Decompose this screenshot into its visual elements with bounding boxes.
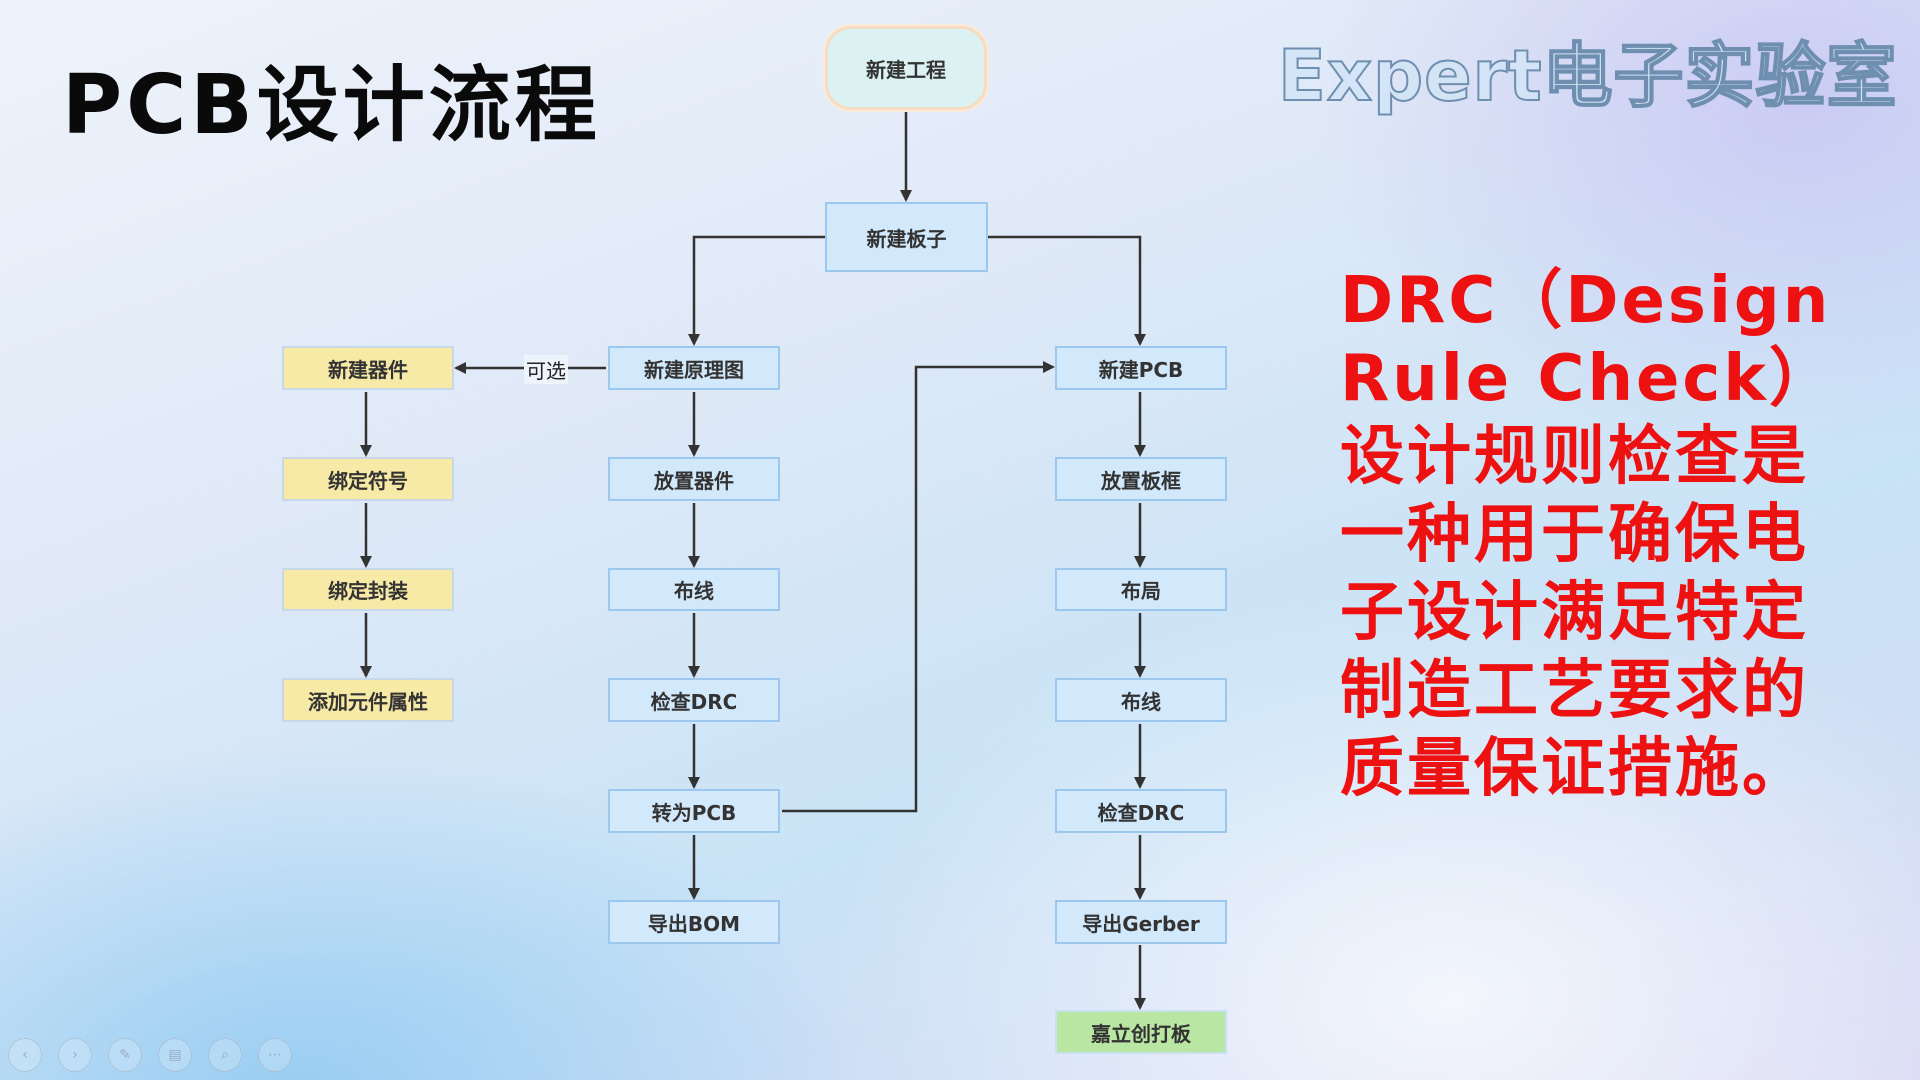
node-export-bom: 导出BOM bbox=[608, 900, 780, 944]
node-schematic-wiring: 布线 bbox=[608, 568, 780, 611]
optional-label: 可选 bbox=[524, 355, 568, 384]
node-schematic-drc: 检查DRC bbox=[608, 678, 780, 722]
slides-icon[interactable]: ▤ bbox=[158, 1038, 192, 1072]
next-icon[interactable]: › bbox=[58, 1038, 92, 1072]
node-new-pcb: 新建PCB bbox=[1055, 346, 1227, 390]
node-convert-to-pcb: 转为PCB bbox=[608, 789, 780, 833]
node-add-properties: 添加元件属性 bbox=[282, 678, 454, 722]
node-pcb-routing: 布线 bbox=[1055, 678, 1227, 722]
brand-watermark: Expert电子实验室 bbox=[1277, 34, 1898, 118]
more-icon[interactable]: ⋯ bbox=[258, 1038, 292, 1072]
link-board-pcb bbox=[988, 235, 1146, 346]
node-bind-symbol: 绑定符号 bbox=[282, 457, 454, 501]
node-place-board-outline: 放置板框 bbox=[1055, 457, 1227, 501]
node-bind-footprint: 绑定封装 bbox=[282, 568, 454, 611]
node-new-component: 新建器件 bbox=[282, 346, 454, 390]
node-new-board: 新建板子 bbox=[825, 202, 988, 272]
node-export-gerber: 导出Gerber bbox=[1055, 900, 1227, 944]
node-pcb-drc: 检查DRC bbox=[1055, 789, 1227, 833]
drc-description: DRC（Design Rule Check）设计规则检查是一种用于确保电子设计满… bbox=[1340, 264, 1836, 806]
link-topcb bbox=[782, 361, 1055, 813]
node-place-components: 放置器件 bbox=[608, 457, 780, 501]
page-title: PCB设计流程 bbox=[62, 58, 601, 153]
node-jlc-fabrication: 嘉立创打板 bbox=[1055, 1010, 1227, 1054]
node-new-schematic: 新建原理图 bbox=[608, 346, 780, 390]
node-layout: 布局 bbox=[1055, 568, 1227, 611]
prev-icon[interactable]: ‹ bbox=[8, 1038, 42, 1072]
node-new-project: 新建工程 bbox=[825, 26, 987, 110]
presentation-toolbar: ‹ › ✎ ▤ ⌕ ⋯ bbox=[8, 1038, 292, 1072]
pen-icon[interactable]: ✎ bbox=[108, 1038, 142, 1072]
zoom-icon[interactable]: ⌕ bbox=[208, 1038, 242, 1072]
link-board-schematic bbox=[688, 235, 825, 346]
